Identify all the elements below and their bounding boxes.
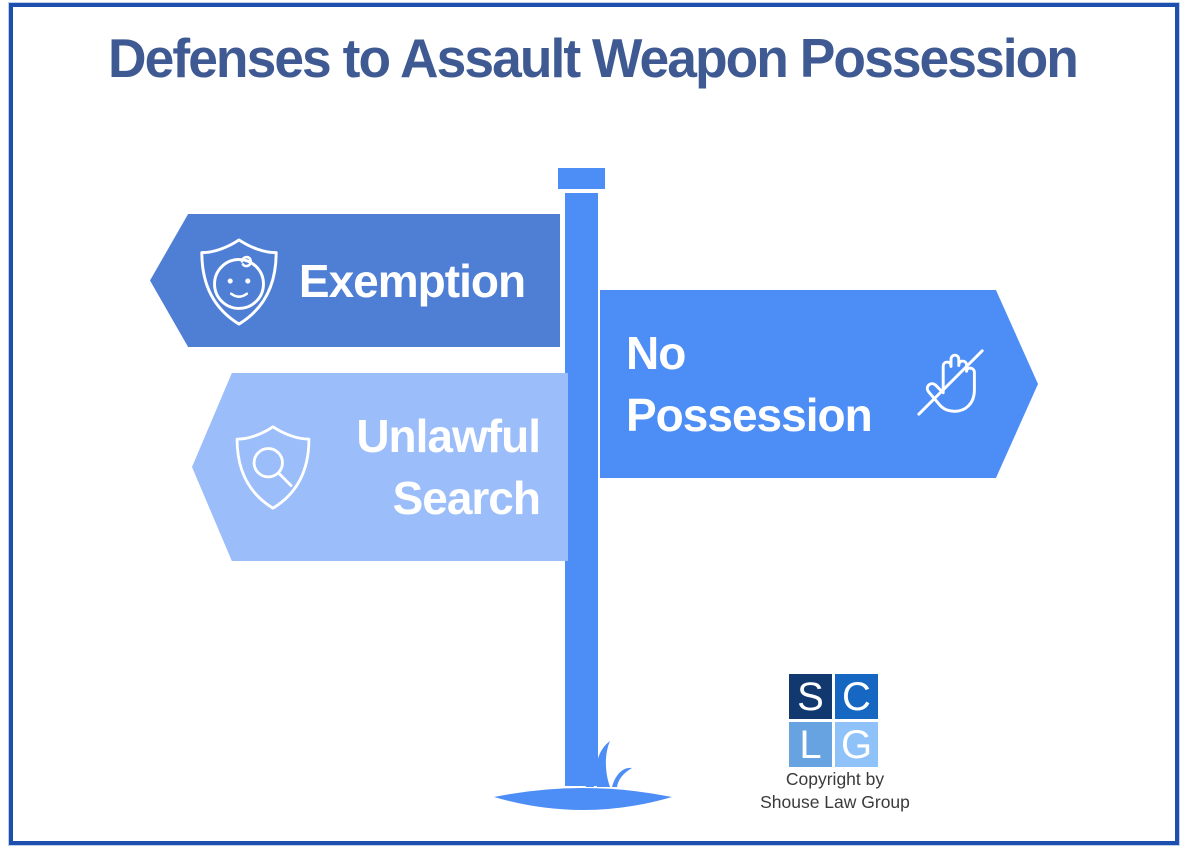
sign-no-possession-line1: No bbox=[626, 327, 686, 379]
logo-cell-s: S bbox=[789, 674, 832, 719]
logo-cell-l: L bbox=[789, 722, 832, 767]
signpost-base bbox=[494, 786, 672, 816]
copyright-line1: Copyright by bbox=[785, 769, 885, 789]
search-shield-icon bbox=[233, 424, 313, 511]
sclg-logo: S C L G bbox=[789, 674, 879, 767]
logo-cell-g: G bbox=[835, 722, 878, 767]
baby-shield-icon bbox=[197, 237, 281, 327]
sign-unlawful-search: Unlawful Search bbox=[192, 373, 568, 561]
sign-unlawful-search-line2: Search bbox=[392, 472, 541, 524]
sign-exemption: Exemption bbox=[150, 214, 560, 347]
sign-no-possession-line2: Possession bbox=[626, 389, 873, 441]
sign-no-possession: No Possession bbox=[600, 290, 1038, 478]
signpost-cap bbox=[558, 168, 605, 189]
copyright-line2: Shouse Law Group bbox=[760, 792, 910, 812]
signpost-pole bbox=[565, 193, 598, 786]
page-border bbox=[9, 3, 1179, 845]
logo-cell-c: C bbox=[835, 674, 878, 719]
grass-icon bbox=[566, 741, 632, 787]
sign-unlawful-search-line1: Unlawful bbox=[356, 410, 541, 462]
sign-exemption-label: Exemption bbox=[298, 254, 526, 307]
copyright-notice: Copyright by Shouse Law Group bbox=[730, 768, 940, 814]
no-possession-hand-icon bbox=[912, 344, 990, 422]
page-title: Defenses to Assault Weapon Possession bbox=[108, 27, 1079, 89]
